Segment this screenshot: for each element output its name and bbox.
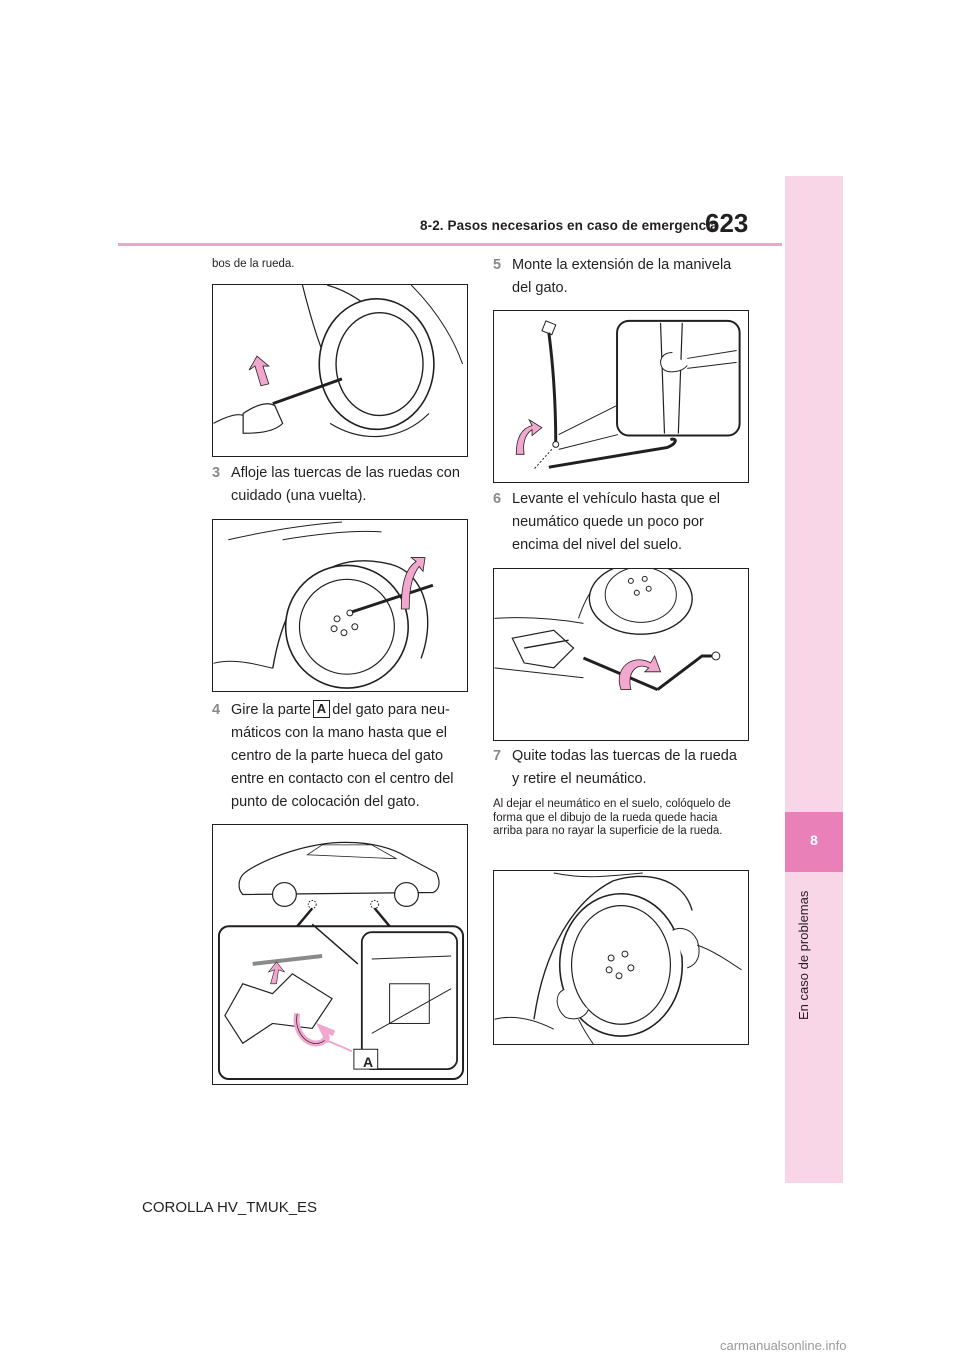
wheel-cap-illustration: [213, 285, 464, 438]
page-number: 623: [705, 208, 749, 238]
chapter-title: En caso de problemas: [796, 890, 811, 1020]
step-5-number: 5: [493, 257, 502, 273]
intro-tail-text: bos de la rueda.: [212, 258, 295, 270]
remove-wheel-illustration: [494, 872, 742, 1044]
step-6: 6 Levante el vehículo hasta que el neumá…: [493, 488, 749, 560]
watermark-text: carmanualsonline.info: [720, 1338, 847, 1353]
chapter-tab[interactable]: [785, 812, 843, 872]
footer-model: COROLLA HV_TMUK_ES: [142, 1199, 318, 1216]
step-6-number: 6: [493, 491, 502, 507]
figure-callout-a: A: [362, 1054, 374, 1070]
step-3: 3 Afloje las tuercas de las ruedas con c…: [212, 462, 468, 510]
figure-loosen-lug-nuts: [212, 519, 468, 692]
raise-vehicle-illustration: [494, 569, 721, 691]
figure-jack-position: A: [212, 824, 468, 1085]
section-title: 8-2. Pasos necesarios en caso de emergen…: [420, 218, 718, 233]
wheel-placement-note: Al dejar el neumático en el suelo, colóq…: [493, 798, 731, 837]
chapter-number: 8: [810, 832, 818, 848]
lug-nuts-illustration: [213, 521, 434, 689]
jack-position-illustration: [217, 841, 465, 1081]
figure-loosen-wheel-cap: [212, 284, 468, 457]
part-label-a: A: [312, 700, 331, 718]
step-3-text: Afloje las tuercas de las ruedas con cui…: [231, 465, 460, 504]
step-7: 7 Quite todas las tuercas de la rueda y …: [493, 745, 749, 793]
figure-raise-vehicle: [493, 568, 749, 741]
figure-jack-handle-extension: [493, 310, 749, 483]
step-5-text: Monte la extensión de la manivela del ga…: [512, 257, 732, 296]
step-4-number: 4: [212, 702, 221, 718]
step-3-number: 3: [212, 465, 221, 481]
step-4-text-after: del gato para neu-máticos con la mano ha…: [231, 702, 454, 810]
step-7-text: Quite todas las tuercas de la rueda y re…: [512, 748, 737, 787]
step-7-number: 7: [493, 748, 502, 764]
step-4-text-before: Gire la parte: [231, 702, 311, 718]
jack-handle-illustration: [515, 319, 741, 470]
figure-remove-wheel: [493, 870, 749, 1045]
step-6-text: Levante el vehículo hasta que el neumáti…: [512, 491, 720, 553]
chapter-title-vertical: En caso de problemas: [792, 880, 816, 1030]
header-divider: [118, 243, 782, 246]
chapter-side-band: [785, 176, 843, 1183]
step-5: 5 Monte la extensión de la manivela del …: [493, 254, 749, 302]
